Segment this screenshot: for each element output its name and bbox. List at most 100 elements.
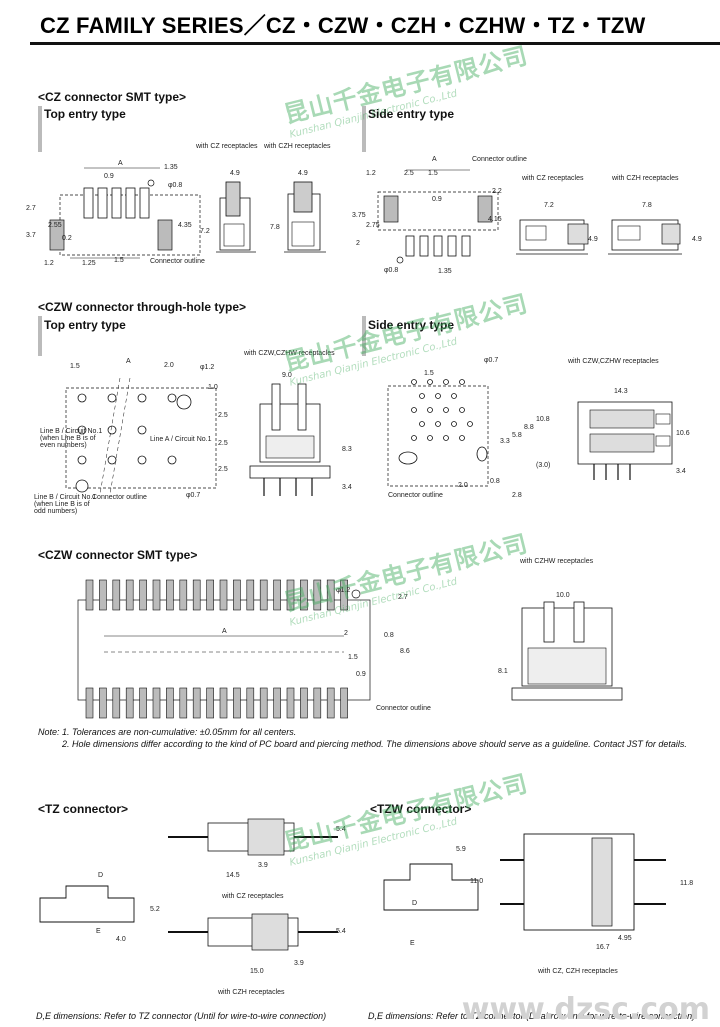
dim-label: 1.5 (428, 170, 438, 177)
dim-label: φ1.2 (200, 364, 215, 371)
dim-label: 2.7 (398, 594, 408, 601)
cz-smt-heading: <CZ connector SMT type> (38, 90, 187, 104)
dim-label: 4.9 (692, 236, 702, 243)
receptacle-label: with CZ, CZH receptacles (538, 968, 618, 975)
smt-pad (192, 579, 201, 611)
cz-smt-top-footprint (49, 167, 201, 259)
dim-label: 0.8 (384, 632, 394, 639)
dim-label: 2 (344, 630, 348, 637)
smt-pad (233, 579, 241, 611)
dim-label: 10.6 (676, 430, 690, 437)
receptacle-label: with CZW,CZHW receptacles (568, 358, 659, 365)
smt-pad (112, 579, 121, 611)
line-a-label: Line A / Circuit No.1 (150, 436, 212, 443)
smt-pad (340, 687, 348, 719)
dim-label: 4.35 (178, 222, 192, 229)
dim-label: E (96, 928, 101, 935)
smt-pad (273, 687, 281, 719)
section-bar (362, 316, 366, 356)
tz-outline (39, 885, 135, 923)
dim-label: 2.0 (458, 482, 468, 489)
czw-smt-footprint (77, 579, 371, 719)
smt-pad (206, 579, 214, 611)
dim-label: 3.7 (26, 232, 36, 239)
receptacle-label: with CZ receptacles (196, 143, 258, 150)
dim-label: 0.9 (104, 173, 114, 180)
smt-pad (286, 687, 295, 719)
section-bar (362, 106, 366, 152)
dim-label: 1.5 (114, 257, 124, 264)
czw-th-top-entry: Top entry type (44, 318, 126, 332)
dim-label: 1.2 (366, 170, 376, 177)
dim-label: (3.0) (536, 462, 551, 469)
connector-outline-label: Connector outline (376, 705, 431, 712)
dim-label: 3.3 (500, 438, 510, 445)
smt-pad (179, 687, 188, 719)
smt-pad (99, 687, 107, 719)
cz-side-receptacle (516, 219, 589, 255)
cz-smt-top-entry: Top entry type (44, 107, 126, 121)
czhw-smt-receptacle (511, 601, 623, 701)
dim-label: 3.4 (342, 484, 352, 491)
dim-label: 5.9 (456, 846, 466, 853)
site-watermark: www.dzsc.com (461, 992, 710, 1027)
dim-label: φ0.8 (384, 267, 399, 274)
dim-label: 3.4 (676, 468, 686, 475)
watermark: 昆山千金电子有限公司 Kunshan Qianjin Electronic Co… (280, 524, 534, 628)
receptacle-label: with CZHW receptacles (520, 558, 594, 565)
czw-th-heading: <CZW connector through-hole type> (38, 300, 247, 314)
dim-label: 3.75 (352, 212, 366, 219)
dim-label: 4.9 (230, 170, 240, 177)
smt-pad (139, 579, 147, 611)
smt-pad (112, 687, 121, 719)
smt-pad (166, 687, 174, 719)
dim-label: 2 (356, 240, 360, 247)
dim-label: φ0.7 (186, 492, 201, 499)
dim-label: 1.5 (348, 654, 358, 661)
smt-pad (85, 579, 94, 611)
smt-pad (259, 579, 268, 611)
smt-pad (300, 579, 308, 611)
dim-label: 2.5 (218, 440, 228, 447)
tz-czh-assembly (168, 913, 338, 951)
smt-pad (246, 687, 255, 719)
smt-pad (206, 687, 214, 719)
czw-th-side-receptacle (577, 401, 673, 480)
dim-label: 5.4 (336, 826, 346, 833)
smt-pad (139, 687, 147, 719)
dim-label: 3.9 (294, 960, 304, 967)
dim-label: 7.2 (544, 202, 554, 209)
smt-pad (273, 579, 281, 611)
receptacle-label: with CZH receptacles (612, 175, 679, 182)
smt-pad (99, 579, 107, 611)
section-bar (38, 316, 42, 356)
tz-footnote: D,E dimensions: Refer to TZ connector (U… (36, 1011, 327, 1021)
smt-pad (125, 579, 134, 611)
dim-label: 7.8 (642, 202, 652, 209)
dim-label: 5.4 (336, 928, 346, 935)
dim-label: 1.5 (70, 363, 80, 370)
smt-pad (192, 687, 201, 719)
dim-label: 4.9 (588, 236, 598, 243)
dim-label: 0.9 (432, 196, 442, 203)
dim-label: 5.8 (512, 432, 522, 439)
cz-smt-side-footprint (377, 169, 499, 264)
smt-pad (152, 579, 161, 611)
page-title: CZ FAMILY SERIES／CZ・CZW・CZH・CZHW・TZ・TZW (40, 13, 646, 38)
dim-label: 7.8 (270, 224, 280, 231)
dim-label: 8.3 (342, 446, 352, 453)
dim-label: 0.2 (62, 235, 72, 242)
smt-pad (179, 579, 188, 611)
tzw-outline (383, 863, 479, 911)
smt-pad (233, 687, 241, 719)
czw-th-side-entry: Side entry type (368, 318, 455, 332)
dim-label: 4.0 (116, 936, 126, 943)
watermark: 昆山千金电子有限公司 Kunshan Qianjin Electronic Co… (280, 764, 534, 868)
dim-label: 11.8 (680, 880, 694, 887)
dim-label: 2.55 (48, 222, 62, 229)
dim-label: 2.5 (218, 412, 228, 419)
czw-th-side-footprint (387, 379, 489, 487)
dim-label: 4.15 (488, 216, 502, 223)
smt-pad (286, 579, 295, 611)
connector-outline-label: Connector outline (150, 258, 205, 265)
